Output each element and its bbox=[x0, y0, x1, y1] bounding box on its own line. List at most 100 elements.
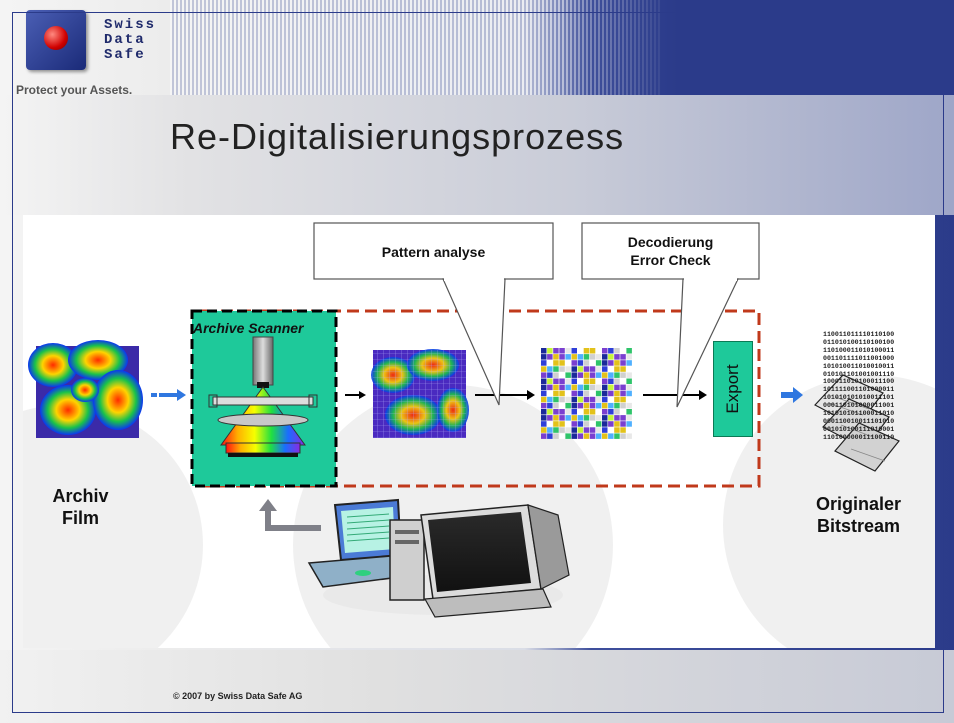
grid-cell bbox=[602, 433, 608, 439]
archive-scanner bbox=[190, 309, 338, 488]
grid-cell bbox=[553, 384, 559, 391]
grid-cell bbox=[559, 390, 565, 397]
grid-cell bbox=[565, 415, 571, 421]
grid-cell bbox=[565, 433, 571, 439]
grid-cell bbox=[626, 378, 632, 384]
grid-cell bbox=[589, 402, 596, 409]
grid-cell bbox=[589, 390, 596, 397]
grid-cell bbox=[547, 433, 553, 439]
grid-cell bbox=[571, 415, 577, 421]
grid-cell bbox=[583, 396, 590, 403]
grid-cell bbox=[571, 427, 577, 433]
grid-cell bbox=[626, 372, 632, 378]
grid-cell bbox=[595, 427, 602, 433]
grid-cell bbox=[565, 348, 571, 354]
grid-cell bbox=[583, 366, 590, 372]
grid-cell bbox=[602, 427, 608, 433]
arrow-film-to-scanner bbox=[151, 389, 186, 401]
grid-cell bbox=[547, 396, 553, 403]
grid-cell bbox=[547, 366, 553, 372]
grid-cell bbox=[559, 409, 565, 415]
grid-cell bbox=[577, 390, 584, 397]
binary-line: 110100011010100011 bbox=[823, 346, 895, 354]
grid-cell bbox=[541, 390, 547, 397]
grid-cell bbox=[541, 402, 547, 409]
grid-cell bbox=[614, 354, 620, 360]
grid-cell bbox=[577, 396, 584, 403]
grid-cell bbox=[595, 360, 602, 366]
grid-cell bbox=[608, 348, 614, 354]
grid-cell bbox=[577, 348, 584, 354]
grid-cell bbox=[620, 384, 626, 391]
grid-cell bbox=[589, 348, 596, 354]
grid-cell bbox=[577, 427, 584, 433]
grid-cell bbox=[559, 427, 565, 433]
grid-cell bbox=[608, 384, 614, 391]
grid-cell bbox=[583, 354, 590, 360]
arrow-export-to-bitstream bbox=[781, 387, 803, 403]
binary-line: 000110101000011001 bbox=[823, 402, 895, 410]
grid-cell bbox=[577, 384, 584, 391]
grid-cell bbox=[541, 366, 547, 372]
binary-line: 000110010011101010 bbox=[823, 417, 895, 425]
grid-cell bbox=[602, 396, 608, 403]
grid-cell bbox=[583, 360, 590, 366]
grid-cell bbox=[553, 396, 559, 403]
grid-cell bbox=[547, 427, 553, 433]
grid-cell bbox=[553, 433, 559, 439]
grid-cell bbox=[541, 415, 547, 421]
grid-cell bbox=[565, 402, 571, 409]
archive-scanner-label: Archive Scanner bbox=[193, 320, 304, 336]
grid-cell bbox=[583, 421, 590, 427]
grid-cell bbox=[565, 427, 571, 433]
grid-cell bbox=[547, 402, 553, 409]
grid-cell bbox=[565, 360, 571, 366]
grid-cell bbox=[595, 415, 602, 421]
grid-cell bbox=[553, 390, 559, 397]
grid-cell bbox=[547, 415, 553, 421]
grid-cell bbox=[553, 372, 559, 378]
grid-cell bbox=[608, 409, 614, 415]
grid-cell bbox=[620, 415, 626, 421]
grid-cell bbox=[571, 372, 577, 378]
grid-cell bbox=[626, 348, 632, 354]
swiss-data-safe-logo bbox=[26, 10, 86, 70]
grid-cell bbox=[571, 378, 577, 384]
grid-cell bbox=[577, 433, 584, 439]
grid-cell bbox=[571, 348, 577, 354]
callout-pattern-analyse bbox=[313, 222, 554, 406]
grid-cell bbox=[602, 402, 608, 409]
grid-cell bbox=[571, 396, 577, 403]
logo-wordmark: Swiss Data Safe bbox=[104, 18, 156, 63]
binary-line: 110100000011100110 bbox=[823, 433, 895, 441]
grid-cell bbox=[589, 409, 596, 415]
grid-cell bbox=[589, 378, 596, 384]
grid-cell bbox=[589, 354, 596, 360]
grid-cell bbox=[614, 433, 620, 439]
grid-cell bbox=[589, 427, 596, 433]
binary-line: 001010100111010001 bbox=[823, 425, 895, 433]
grid-cell bbox=[559, 433, 565, 439]
grid-cell bbox=[602, 378, 608, 384]
grid-cell bbox=[614, 427, 620, 433]
grid-cell bbox=[620, 427, 626, 433]
computer-workstation-icon bbox=[307, 498, 570, 618]
grid-cell bbox=[608, 402, 614, 409]
bitstream-line-2: Bitstream bbox=[816, 516, 901, 536]
grid-cell bbox=[559, 378, 565, 384]
grid-cell bbox=[614, 348, 620, 354]
grid-cell bbox=[559, 354, 565, 360]
grid-cell bbox=[547, 384, 553, 391]
grid-cell bbox=[547, 390, 553, 397]
grid-cell bbox=[583, 390, 590, 397]
footer-copyright: © 2007 by Swiss Data Safe AG bbox=[173, 691, 303, 701]
grid-cell bbox=[559, 421, 565, 427]
grid-cell bbox=[571, 402, 577, 409]
grid-cell bbox=[595, 421, 602, 427]
grid-cell bbox=[541, 360, 547, 366]
grid-cell bbox=[608, 433, 614, 439]
grid-cell bbox=[620, 433, 626, 439]
diagram-panel: Archive Scanner Pattern analyse Decodier… bbox=[23, 215, 935, 648]
grid-cell bbox=[589, 372, 596, 378]
